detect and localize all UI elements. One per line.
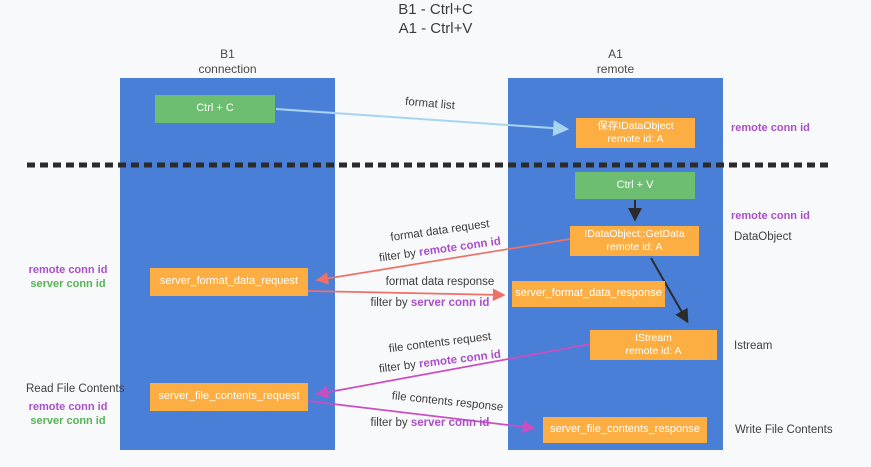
read-file-contents-annotation: Read File Contents <box>26 383 125 395</box>
remote-conn-id-annotation-mid: remote conn id <box>731 210 810 222</box>
lane-b1-role: connection <box>198 62 257 76</box>
node-server-format-data-request: server_format_data_request <box>150 268 308 296</box>
node-ctrl-v: Ctrl + V <box>575 172 695 199</box>
filter-by-server-format-label: filter by server conn id <box>342 297 518 309</box>
node-ctrl-c: Ctrl + C <box>155 95 275 123</box>
node-save-dataobject: 保存IDataObject remote id: A <box>576 118 695 148</box>
dataobject-annotation: DataObject <box>734 231 792 243</box>
lane-b1-name: B1 <box>220 47 235 61</box>
server-conn-id-left-file: server conn id <box>30 415 106 427</box>
title-line-a1: A1 - Ctrl+V <box>398 20 473 37</box>
lane-header-a1: A1 remote <box>508 47 723 77</box>
node-istream: IStream remote id: A <box>590 330 717 360</box>
ctrl-v-label: Ctrl + V <box>616 178 654 191</box>
remote-conn-id-filter-text: remote conn id <box>418 235 502 259</box>
istream-title: IStream <box>635 331 672 344</box>
node-server-file-contents-response: server_file_contents_response <box>543 417 707 443</box>
remote-conn-id-filter-text: remote conn id <box>418 348 502 371</box>
getdata-remote-id: remote id: A <box>606 241 663 253</box>
filter-by-text: filter by <box>378 247 417 265</box>
lane-header-b1: B1 connection <box>120 47 335 77</box>
filter-by-text: filter by <box>378 359 417 376</box>
server-file-contents-request-label: server_file_contents_request <box>158 390 300 403</box>
node-idataobject-getdata: IDataObject::GetData remote id: A <box>570 226 699 256</box>
node-server-format-data-response: server_format_data_response <box>512 281 665 307</box>
lane-a1-role: remote <box>596 62 635 76</box>
title-line-b1: B1 - Ctrl+C <box>398 1 473 18</box>
save-dataobject-remote-id: remote id: A <box>607 133 664 145</box>
remote-conn-id-left-file: remote conn id <box>28 401 108 413</box>
node-server-file-contents-request: server_file_contents_request <box>150 383 308 411</box>
server-conn-id-filter-text: server conn id <box>410 297 490 309</box>
remote-conn-id-annotation-top: remote conn id <box>731 122 810 134</box>
istream-annotation: Istream <box>734 340 773 352</box>
server-format-data-response-label: server_format_data_response <box>515 287 662 300</box>
istream-remote-id: remote id: A <box>625 345 682 357</box>
format-data-response-label: format data response <box>385 276 495 288</box>
file-contents-response-label: file contents response <box>391 390 504 414</box>
lane-a1-name: A1 <box>608 47 623 61</box>
filter-by-text: filter by <box>370 417 408 429</box>
write-file-contents-annotation: Write File Contents <box>735 424 833 436</box>
filter-by-server-file-label: filter by server conn id <box>342 417 518 429</box>
left-conn-id-group-file: remote conn id server conn id <box>18 400 118 428</box>
remote-conn-id-left-format: remote conn id <box>28 264 108 276</box>
ctrl-c-label: Ctrl + C <box>196 102 234 115</box>
server-conn-id-filter-text: server conn id <box>410 417 490 429</box>
filter-by-text: filter by <box>370 297 408 309</box>
left-conn-id-group-format: remote conn id server conn id <box>18 263 118 291</box>
server-file-contents-response-label: server_file_contents_response <box>550 423 700 436</box>
getdata-title: IDataObject::GetData <box>584 227 685 240</box>
server-format-data-request-label: server_format_data_request <box>159 275 299 288</box>
save-dataobject-title: 保存IDataObject <box>597 119 674 132</box>
diagram-title: B1 - Ctrl+C A1 - Ctrl+V <box>0 0 871 38</box>
format-list-label: format list <box>404 95 456 113</box>
server-conn-id-left-format: server conn id <box>30 278 106 290</box>
format-data-response-arrow <box>307 288 506 302</box>
